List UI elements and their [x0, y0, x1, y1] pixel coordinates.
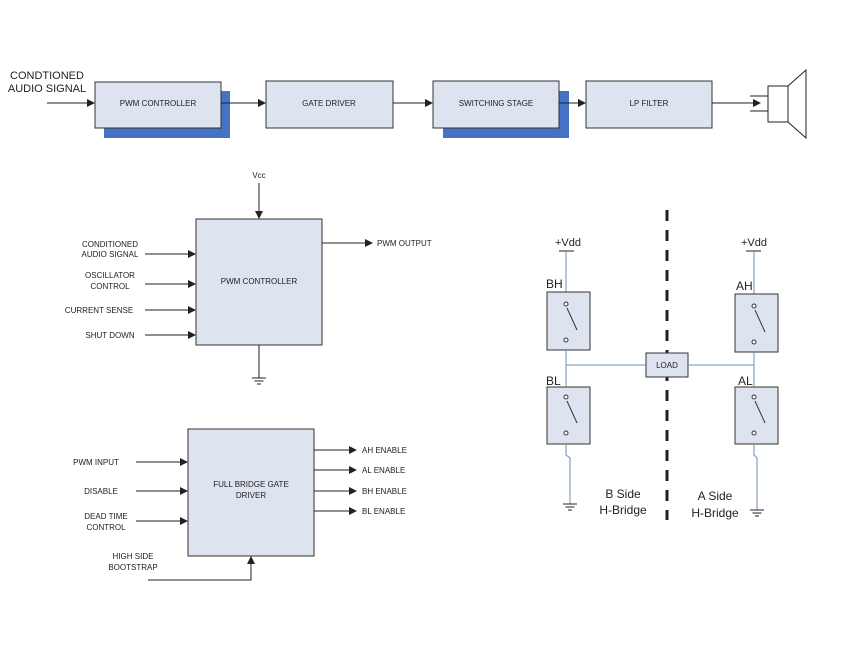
gate-input-label: PWM INPUT [73, 458, 119, 467]
switch-bh [546, 291, 591, 351]
b-side-label-line1: B Side [605, 487, 641, 501]
switch-contact [563, 301, 569, 307]
chain-block-switching-stage [432, 80, 560, 129]
ground-icon [563, 503, 577, 511]
pwm-controller-title: PWM CONTROLLER [221, 277, 298, 286]
gate-input-label: CONTROL [86, 523, 126, 532]
gate-output-label: BH ENABLE [362, 487, 407, 496]
switch-contact [751, 303, 757, 309]
load-label: LOAD [656, 361, 678, 370]
chain-block-lp-filter [585, 80, 713, 129]
pwm-input-label: CURRENT SENSE [65, 306, 133, 315]
chain-input-label-line1: CONDTIONED [10, 70, 84, 82]
switch-ah [734, 293, 779, 353]
b-supply-label: +Vdd [555, 237, 581, 249]
switch-contact [563, 394, 569, 400]
gate-output-label: AH ENABLE [362, 446, 407, 455]
chain-block-label: LP FILTER [630, 99, 669, 108]
switch-lever [566, 400, 578, 424]
a-supply-label: +Vdd [741, 237, 767, 249]
pwm-controller-block [195, 218, 323, 346]
gate-input-label: DEAD TIME [84, 512, 127, 521]
a-side-label-line1: A Side [698, 489, 733, 503]
ground-icon [252, 345, 266, 385]
chain-block-pwm-controller [94, 81, 222, 129]
pwm-controller-detail: Vcc PWM CONTROLLER CONDITIONED AUDIO SIG… [65, 171, 432, 385]
chain-block-label: GATE DRIVER [302, 99, 356, 108]
switch-lever [566, 307, 578, 331]
pwm-input-label: SHUT DOWN [85, 331, 134, 340]
bootstrap-label-line2: BOOTSTRAP [108, 563, 157, 572]
pwm-input-label: AUDIO SIGNAL [82, 250, 139, 259]
gate-driver-title-line2: DRIVER [236, 491, 266, 500]
gate-output-label: AL ENABLE [362, 466, 405, 475]
bl-label: BL [546, 374, 561, 388]
switch-al [734, 386, 779, 445]
signal-chain: CONDTIONED AUDIO SIGNAL PWM CONTROLLER G… [8, 68, 807, 140]
b-side-label-line2: H-Bridge [599, 503, 647, 517]
speaker-icon [750, 68, 807, 140]
pwm-input-label: CONDITIONED [82, 240, 138, 249]
pwm-output-label: PWM OUTPUT [377, 239, 432, 248]
ground-icon [750, 509, 764, 517]
ah-label: AH [736, 279, 753, 293]
switch-contact [563, 337, 569, 343]
pwm-input-label: OSCILLATOR [85, 271, 135, 280]
switch-contact [751, 394, 757, 400]
a-ground-wire [753, 444, 758, 510]
switch-lever [754, 309, 766, 333]
pwm-input-label: CONTROL [90, 282, 130, 291]
load-block [645, 352, 689, 378]
gate-driver-detail: FULL BRIDGE GATE DRIVER PWM INPUT DISABL… [73, 428, 407, 581]
al-label: AL [738, 374, 753, 388]
h-bridge-diagram: +Vdd BH BL LOAD +Vdd AH [546, 210, 779, 520]
chain-input-label-line2: AUDIO SIGNAL [8, 83, 86, 95]
bootstrap-label-line1: HIGH SIDE [113, 552, 154, 561]
chain-block-label: SWITCHING STAGE [459, 99, 534, 108]
chain-block-label: PWM CONTROLLER [120, 99, 197, 108]
switch-bl [546, 386, 591, 445]
chain-block-gate-driver [265, 80, 394, 129]
switch-contact [751, 430, 757, 436]
bootstrap-arrow [148, 556, 255, 581]
vcc-label: Vcc [252, 171, 265, 180]
gate-output-label: BL ENABLE [362, 507, 405, 516]
switch-contact [563, 430, 569, 436]
gate-input-label: DISABLE [84, 487, 118, 496]
gate-driver-title-line1: FULL BRIDGE GATE [213, 480, 289, 489]
b-ground-wire [565, 444, 571, 504]
gate-driver-block [187, 428, 315, 557]
a-side-label-line2: H-Bridge [691, 506, 739, 520]
bh-label: BH [546, 277, 563, 291]
switch-lever [754, 400, 766, 424]
switch-contact [751, 339, 757, 345]
